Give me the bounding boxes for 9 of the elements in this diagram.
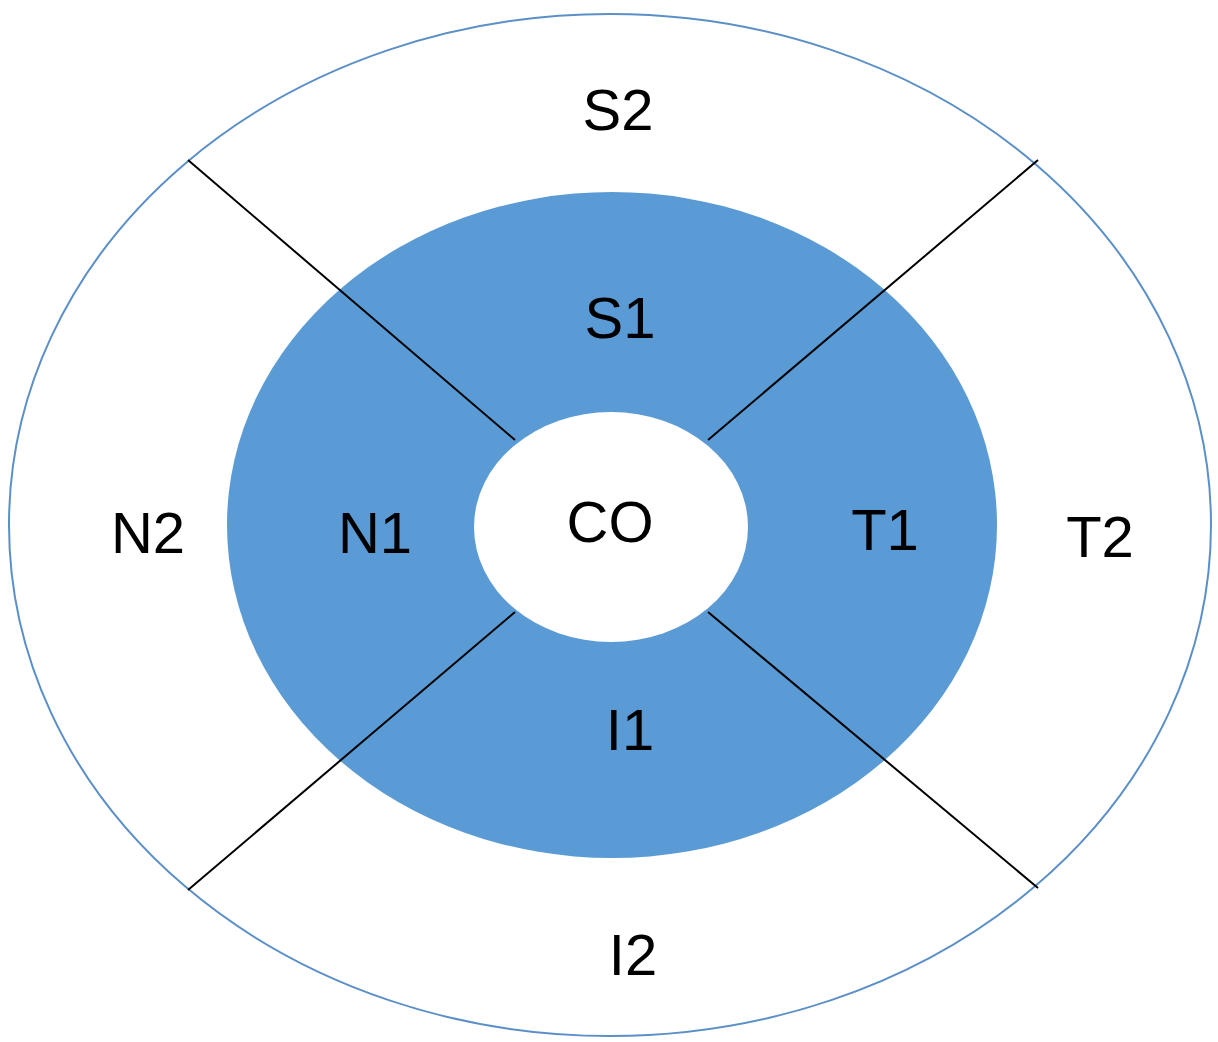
sector-label: S1 — [584, 289, 656, 347]
sector-label: CO — [566, 493, 654, 551]
sector-label: S2 — [582, 81, 654, 139]
sector-label: I2 — [608, 926, 658, 984]
sector-label: T2 — [1066, 508, 1134, 566]
sector-label: I1 — [605, 701, 655, 759]
sector-label: N2 — [110, 504, 186, 562]
sector-label: T1 — [851, 501, 919, 559]
sector-label: N1 — [337, 504, 413, 562]
